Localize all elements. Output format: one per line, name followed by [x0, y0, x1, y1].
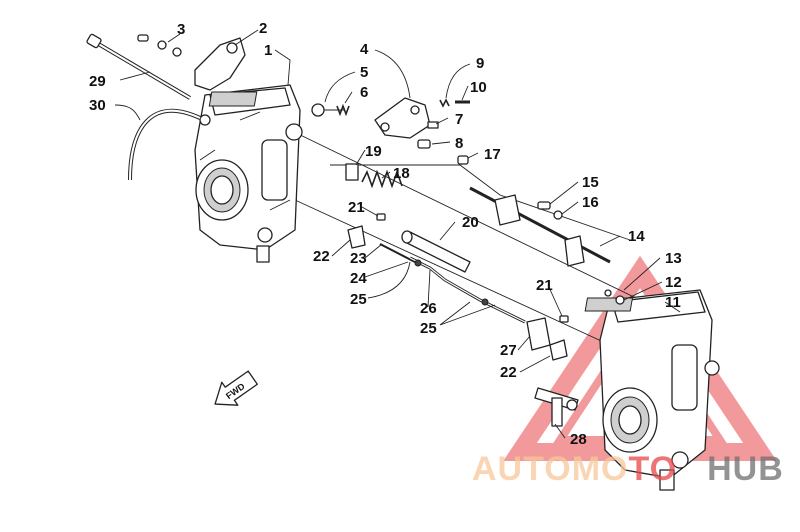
linkage-rod-26 — [379, 243, 526, 324]
screw-5 — [311, 103, 345, 117]
watermark-text: AUTOMOTO HUB — [472, 450, 784, 488]
callout-3: 3 — [177, 21, 185, 38]
callout-9: 9 — [476, 55, 484, 72]
callout-8: 8 — [455, 135, 463, 152]
callout-1: 1 — [264, 42, 272, 59]
callout-23: 23 — [350, 250, 367, 267]
screw-21-lower — [559, 315, 569, 323]
assembly-lines — [289, 129, 641, 346]
screw-13 — [604, 289, 612, 297]
callout-22a: 22 — [313, 248, 330, 265]
spring-9 — [439, 98, 450, 108]
callout-10: 10 — [470, 79, 487, 96]
callout-25a: 25 — [350, 291, 367, 308]
watermark-part-1: AUTOMO — [472, 450, 628, 488]
callout-5: 5 — [360, 64, 368, 81]
callout-22b: 22 — [500, 364, 517, 381]
callout-13: 13 — [665, 250, 682, 267]
callout-6: 6 — [360, 84, 368, 101]
clip-7 — [427, 121, 439, 129]
callout-18: 18 — [393, 165, 410, 182]
screw-17 — [457, 155, 469, 165]
callout-21b: 21 — [536, 277, 553, 294]
spring-18 — [361, 169, 403, 189]
washer-16 — [553, 210, 563, 220]
callout-19: 19 — [365, 143, 382, 160]
spring-6 — [336, 103, 350, 117]
carburetor-right — [584, 289, 720, 491]
callout-24: 24 — [350, 270, 367, 287]
screw-15 — [537, 201, 551, 210]
watermark-part-3: HUB — [707, 450, 784, 488]
screw-set-3 — [137, 34, 182, 57]
fitting-28 — [534, 387, 579, 427]
callout-28: 28 — [570, 431, 587, 448]
callout-11: 11 — [665, 294, 681, 311]
watermark-part-2: TO — [628, 450, 677, 488]
clip-22-lower — [549, 339, 568, 361]
leader-lines — [114, 29, 681, 439]
carburetor-left — [194, 84, 303, 263]
throttle-cap — [194, 37, 246, 91]
callout-16: 16 — [582, 194, 599, 211]
callout-29: 29 — [89, 73, 106, 90]
screw-21-upper — [376, 213, 386, 221]
callout-2: 2 — [259, 20, 267, 37]
callout-30: 30 — [89, 97, 106, 114]
callout-17: 17 — [484, 146, 501, 163]
callout-12: 12 — [665, 274, 682, 291]
screw-12 — [615, 295, 625, 305]
sleeve-20 — [401, 230, 471, 273]
callout-20: 20 — [462, 214, 479, 231]
bracket-27 — [526, 317, 551, 351]
vent-hose-30 — [128, 108, 201, 181]
callout-15: 15 — [582, 174, 599, 191]
callout-labels: 3 2 1 29 30 4 5 6 9 10 7 8 17 19 18 15 1… — [89, 20, 682, 448]
callout-14: 14 — [628, 228, 645, 245]
long-screw-29 — [86, 33, 192, 100]
callout-4: 4 — [360, 41, 369, 58]
clip-22-upper — [347, 225, 366, 249]
screw-8 — [417, 139, 431, 149]
callout-7: 7 — [455, 111, 463, 128]
bushing-19 — [345, 163, 359, 181]
callout-27: 27 — [500, 342, 517, 359]
callout-25b: 25 — [420, 320, 437, 337]
callout-21a: 21 — [348, 199, 365, 216]
fwd-arrow-icon: FWD — [214, 370, 258, 406]
callout-26: 26 — [420, 300, 437, 317]
throttle-shaft-14 — [469, 186, 611, 267]
bracket-4 — [374, 97, 431, 139]
